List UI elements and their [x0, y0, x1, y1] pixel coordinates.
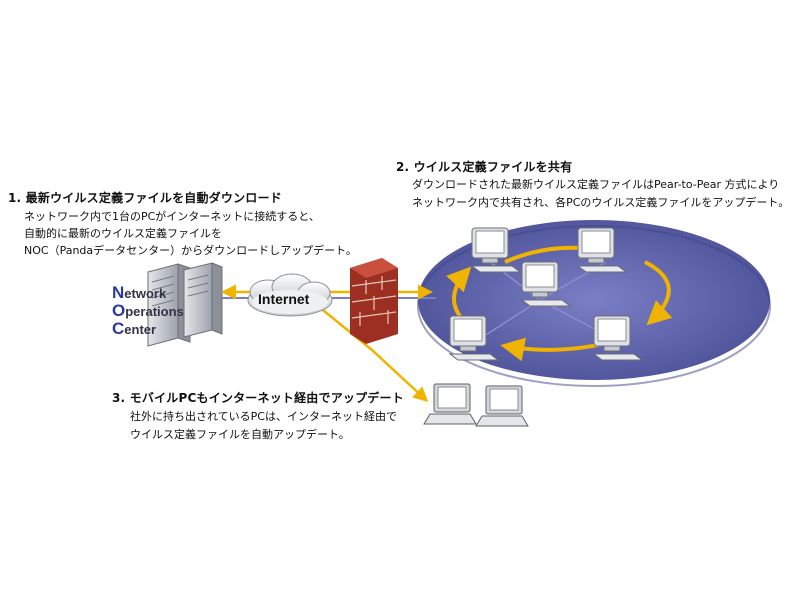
spoke	[477, 299, 541, 341]
desktop-pc-4	[448, 315, 500, 361]
step2-line: ネットワーク内で共有され、各PCのウイルス定義ファイルをアップデート。	[412, 196, 790, 209]
desktop-pc-3	[520, 261, 572, 307]
laptop-1	[423, 383, 477, 425]
step1-line: 自動的に最新のウイルス定義ファイルを	[24, 227, 222, 240]
server-rack	[183, 262, 213, 338]
noc-label: Network Operations Center	[112, 284, 184, 338]
step3-heading: 3. モバイルPCもインターネット経由でアップデート	[112, 391, 404, 405]
firewall	[350, 258, 398, 344]
step3-line: ウイルス定義ファイルを自動アップデート。	[130, 428, 350, 441]
noc-line-operations: Operations	[112, 301, 184, 320]
server-vents	[151, 274, 209, 307]
noc-line-center: Center	[112, 319, 157, 338]
step3-line: 社外に持ち出されているPCは、インターネット経由で	[130, 410, 397, 423]
internet-label: Internet	[258, 291, 310, 307]
step2-line: ダウンロードされた最新ウイルス定義ファイルはPear-to-Pear 方式により	[412, 178, 780, 191]
noc-servers	[147, 262, 223, 347]
step2-heading: 2. ウイルス定義ファイルを共有	[396, 160, 573, 174]
step1-heading: 1. 最新ウイルス定義ファイルを自動ダウンロード	[8, 191, 282, 205]
desktop-pc-1	[470, 227, 522, 273]
server-rack-side	[211, 262, 223, 335]
desktop-pc-2	[576, 227, 628, 273]
lan-disc-shadow	[417, 225, 771, 387]
internet-cloud	[247, 273, 333, 317]
desktop-pc-5	[592, 315, 644, 361]
step1-line: NOC（Pandaデータセンター）からダウンロードしアップデート。	[24, 244, 357, 257]
step1-line: ネットワーク内で1台のPCがインターネットに接続すると、	[24, 210, 320, 223]
share-arrow-right	[644, 260, 673, 326]
laptop-2	[475, 385, 529, 427]
noc-line-network: Network	[112, 283, 167, 302]
